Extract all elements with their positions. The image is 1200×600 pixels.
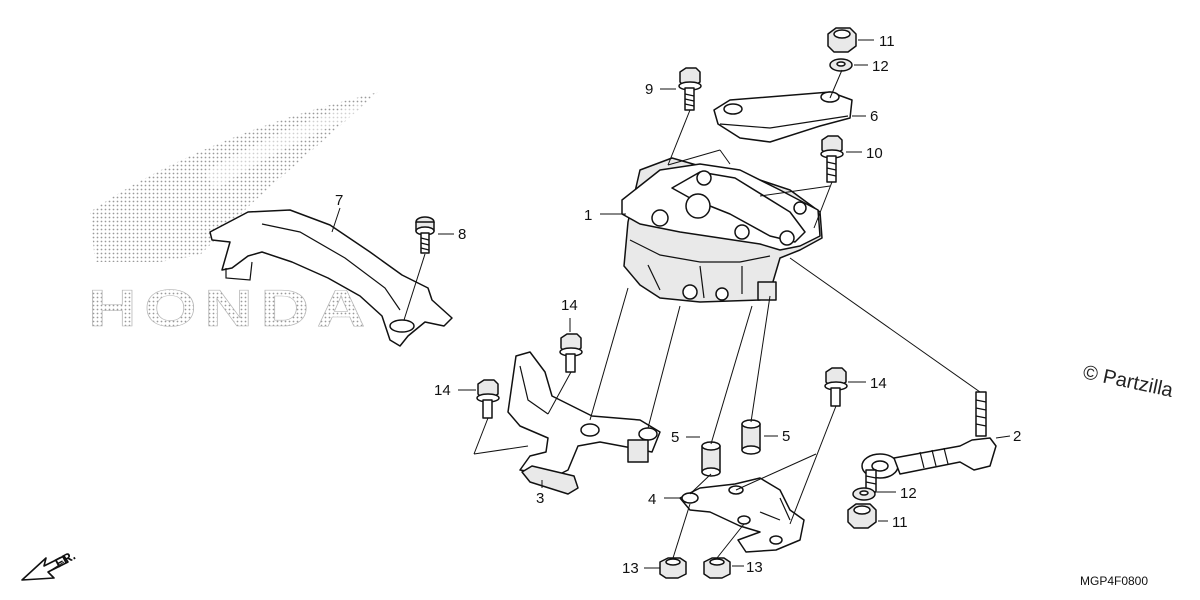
part-2-link-rod bbox=[861, 391, 997, 493]
front-arrow-icon bbox=[21, 555, 69, 581]
part-12-upper-washer bbox=[829, 58, 853, 72]
part-14-bolt-right bbox=[824, 367, 848, 407]
assembly-lines bbox=[403, 69, 981, 559]
part-4-lower-bracket bbox=[679, 477, 805, 553]
callout-4: 4 bbox=[648, 491, 656, 508]
part-3-lower-bracket bbox=[507, 351, 661, 495]
callout-7: 7 bbox=[335, 192, 343, 209]
part-13-nut-left bbox=[659, 557, 687, 579]
part-9-bolt bbox=[678, 67, 702, 111]
callout-12-upper: 12 bbox=[872, 58, 889, 75]
callout-13-right: 13 bbox=[746, 559, 763, 576]
part-10-bolt bbox=[820, 135, 844, 183]
callout-9: 9 bbox=[645, 81, 653, 98]
part-13-nut-right bbox=[703, 557, 731, 579]
callout-6: 6 bbox=[870, 108, 878, 125]
callout-2: 2 bbox=[1013, 428, 1021, 445]
part-1-steering-damper bbox=[621, 157, 823, 303]
part-7-damper-bracket bbox=[209, 209, 453, 347]
callout-14-left: 14 bbox=[434, 382, 451, 399]
callout-5-left: 5 bbox=[671, 429, 679, 446]
part-11-upper-nut bbox=[827, 27, 857, 53]
honda-wordmark: HONDA bbox=[88, 280, 373, 338]
part-5-collar-left bbox=[701, 441, 721, 477]
part-8-bolt bbox=[415, 216, 435, 254]
part-5-collar-right bbox=[741, 419, 761, 455]
callout-11-upper: 11 bbox=[879, 33, 895, 50]
callout-11-lower: 11 bbox=[892, 514, 908, 531]
part-14-bolt-middle bbox=[559, 333, 583, 373]
callout-3: 3 bbox=[536, 490, 544, 507]
callout-10: 10 bbox=[866, 145, 883, 162]
callout-14-right: 14 bbox=[870, 375, 887, 392]
callout-8: 8 bbox=[458, 226, 466, 243]
part-11-lower-nut bbox=[847, 503, 877, 529]
honda-wing-logo bbox=[90, 92, 378, 262]
part-6-plate bbox=[713, 91, 853, 143]
part-14-bolt-left bbox=[476, 379, 500, 419]
callout-14-middle: 14 bbox=[561, 297, 578, 314]
part-12-lower-washer bbox=[852, 487, 876, 501]
callout-5-right: 5 bbox=[782, 428, 790, 445]
callout-12-lower: 12 bbox=[900, 485, 917, 502]
callouts: 1 2 3 4 5 5 6 7 8 9 10 11 11 12 12 13 13 bbox=[331, 33, 1021, 577]
callout-13-left: 13 bbox=[622, 560, 639, 577]
copyright-watermark: © Partzilla bbox=[1081, 361, 1176, 402]
diagram-code: MGP4F0800 bbox=[1080, 574, 1148, 588]
callout-1: 1 bbox=[584, 207, 592, 224]
